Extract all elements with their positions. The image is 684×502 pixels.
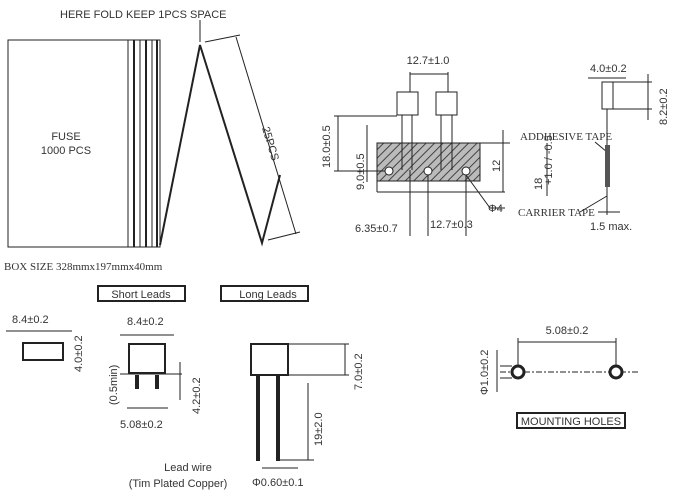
long-lead-len: 19±2.0: [313, 412, 325, 446]
offset-dim: 6.35±0.7: [355, 223, 398, 235]
box-label-count: 1000 PCS: [41, 145, 91, 157]
tape-width: 18: [533, 178, 545, 190]
sprocket-hole: [384, 166, 394, 176]
short-pitch: 5.08±0.2: [120, 419, 163, 431]
mount-pitch: 5.08±0.2: [546, 325, 589, 337]
packaging-diagram: HERE FOLD KEEP 1PCS SPACE FUSE 1000 PCS …: [4, 9, 301, 273]
long-leads-title-box: [220, 285, 309, 302]
top-view-depth: 4.0±0.2: [73, 335, 85, 372]
long-leads-body: [250, 343, 289, 376]
top-view-body: [22, 342, 64, 361]
thickness: 1.5 max.: [590, 221, 632, 233]
box-label-fuse: FUSE: [51, 131, 80, 143]
box-size: BOX SIZE 328mmx197mmx40mm: [4, 261, 163, 273]
long-leads-title: Long Leads: [239, 289, 297, 301]
mount-hole-dia: Φ1.0±0.2: [479, 350, 491, 395]
top-view-width: 8.4±0.2: [12, 314, 49, 326]
side-view-tape: [605, 145, 610, 187]
side-width: 4.0±0.2: [590, 63, 627, 75]
carrier-tape-label: CARRIER TAPE: [518, 207, 595, 219]
fuse-component: [396, 91, 419, 116]
fold-note: HERE FOLD KEEP 1PCS SPACE: [60, 9, 226, 21]
short-lead-len: 4.2±0.2: [191, 377, 203, 414]
short-leads-body: [128, 343, 166, 374]
tape-width-inner: 12: [491, 160, 503, 172]
height-total: 18.0±0.5: [321, 125, 333, 168]
long-body-height: 7.0±0.2: [353, 353, 365, 390]
lead-wire-material: (Tim Plated Copper): [129, 478, 228, 490]
taping-diagram: 12.7±1.0 18.0±0.5 9.0±0.5 12 18 +1.0 / -…: [321, 55, 670, 236]
sprocket-hole: [461, 166, 471, 176]
mounting-hole: [510, 364, 526, 380]
hole-dia: Φ4: [488, 203, 503, 215]
sprocket-hole: [423, 166, 433, 176]
pitch-top: 12.7±1.0: [407, 55, 450, 67]
tape-stack: [127, 39, 161, 248]
hole-pitch: 12.7±0.3: [430, 219, 473, 231]
tape-tolerance: +1.0 / -0.5: [543, 135, 555, 185]
side-height: 8.2±0.2: [658, 88, 670, 125]
side-view-body: [601, 81, 614, 110]
mounting-hole: [608, 364, 624, 380]
short-leads-title-box: [97, 285, 186, 302]
zigzag-tape: [159, 44, 281, 247]
short-leads-title: Short Leads: [111, 289, 171, 301]
short-width: 8.4±0.2: [127, 316, 164, 328]
fuse-box: [7, 39, 129, 248]
lead-wire-label: Lead wire: [164, 462, 212, 474]
mounting-holes-title: MOUNTING HOLES: [521, 416, 621, 428]
fuse-component: [435, 91, 458, 116]
count-label: 25PCS: [259, 125, 281, 162]
dimension-diagrams: 8.4±0.2 4.0±0.2 Short Leads Long Leads 8…: [6, 285, 640, 490]
adhesive-tape-label: ADDHESIVE TAPE: [520, 131, 612, 143]
hole-height: 9.0±0.5: [355, 153, 367, 190]
mounting-holes-title-box: [516, 412, 626, 429]
lead-dia: Φ0.60±0.1: [252, 477, 304, 489]
short-standoff: (0.5min): [108, 365, 120, 405]
